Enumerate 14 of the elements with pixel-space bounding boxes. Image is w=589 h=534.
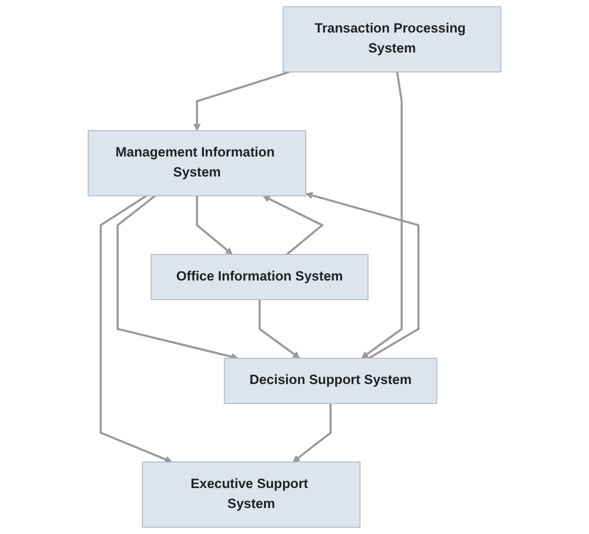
arrow [361,72,403,359]
arrow [258,300,300,359]
node-box: Transaction Processing System [282,6,502,72]
arrow [305,192,420,360]
arrow [100,194,172,463]
node-box: Decision Support System [224,358,438,404]
arrow [292,403,332,462]
node-box: Management Information System [88,130,306,196]
arrow [193,70,290,131]
node-box: Executive Support System [142,462,360,528]
node-box: Office Information System [150,254,368,300]
arrow [262,196,324,256]
arrow [116,195,238,360]
arrow [196,196,233,255]
